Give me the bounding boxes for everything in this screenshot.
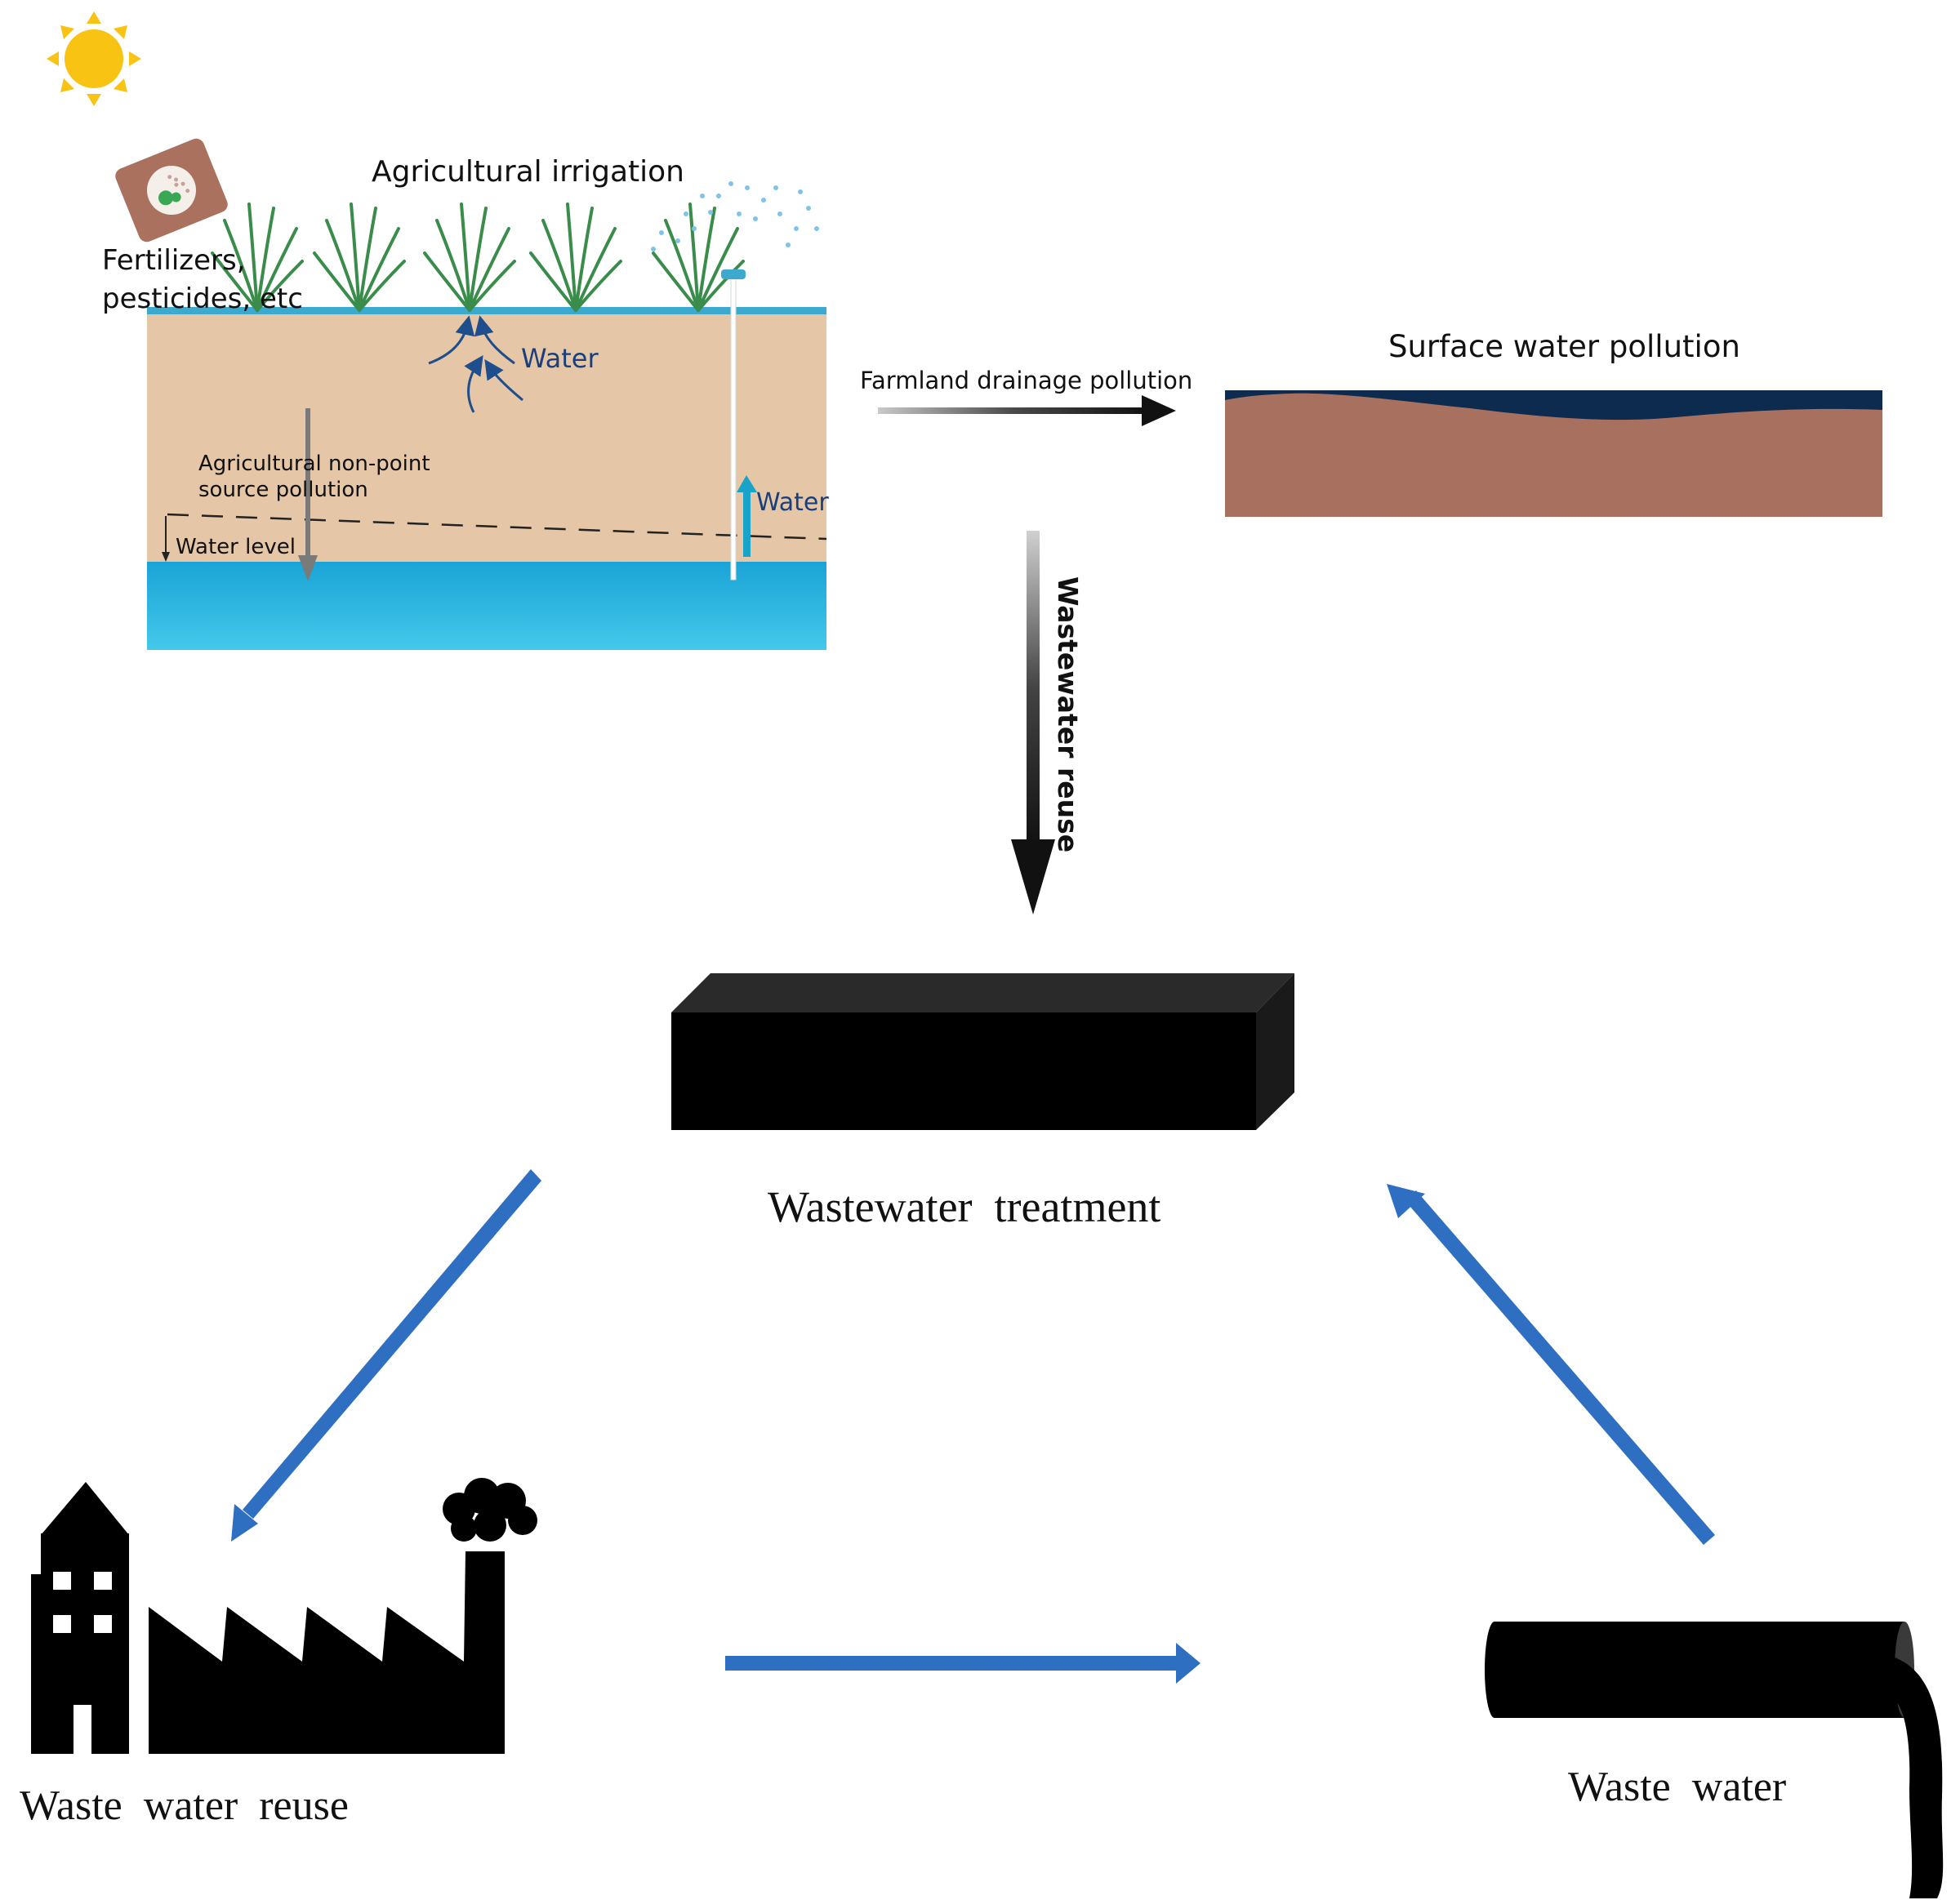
sprinkler-icon xyxy=(651,181,819,581)
cycle-arrow-wastewater-to-treatment xyxy=(1387,1184,1715,1545)
well-water-label: Water xyxy=(756,488,829,517)
surface-water-pollution-label: Surface water pollution xyxy=(1388,329,1740,364)
fertilizers-label-line2: pesticides, etc xyxy=(102,283,303,315)
fertilizers-label-line1: Fertilizers, xyxy=(102,244,246,277)
soil-cross-section xyxy=(147,307,827,650)
waste-water-reuse-label: Waste water reuse xyxy=(20,1782,349,1829)
crop-plants xyxy=(211,202,745,312)
non-point-pollution-label-line2: source pollution xyxy=(198,478,368,502)
city-factory-icon xyxy=(31,1478,537,1754)
wastewater-treatment-tank xyxy=(671,973,1294,1130)
wastewater-reuse-down-arrow xyxy=(1011,531,1055,914)
cycle-arrow-treatment-to-reuse xyxy=(231,1169,541,1542)
surface-water-body xyxy=(1225,390,1882,517)
soil-water-label: Water xyxy=(521,343,599,374)
pollution-down-arrow xyxy=(298,408,318,581)
agricultural-irrigation-label: Agricultural irrigation xyxy=(372,155,684,189)
well-water-up-arrow xyxy=(737,475,757,557)
wastewater-treatment-label: Wastewater treatment xyxy=(768,1182,1160,1231)
water-level-arrow xyxy=(162,516,170,562)
waste-water-label: Waste water xyxy=(1568,1764,1786,1810)
cycle-arrow-reuse-to-wastewater xyxy=(725,1643,1200,1684)
non-point-pollution-label-line1: Agricultural non-point xyxy=(198,452,430,476)
water-level-label: Water level xyxy=(176,535,296,559)
water-table-line xyxy=(167,513,827,541)
sun-icon xyxy=(47,11,141,106)
groundwater xyxy=(147,562,826,650)
wastewater-reuse-vertical-label: Wastewater reuse xyxy=(1052,576,1084,852)
soil-water-arrows xyxy=(428,315,523,413)
drain-pipe-icon xyxy=(1485,1622,1944,1898)
farmland-drainage-arrow xyxy=(878,395,1176,426)
fertilizer-bag-icon xyxy=(115,138,228,243)
farmland-drainage-label: Farmland drainage pollution xyxy=(860,367,1192,394)
